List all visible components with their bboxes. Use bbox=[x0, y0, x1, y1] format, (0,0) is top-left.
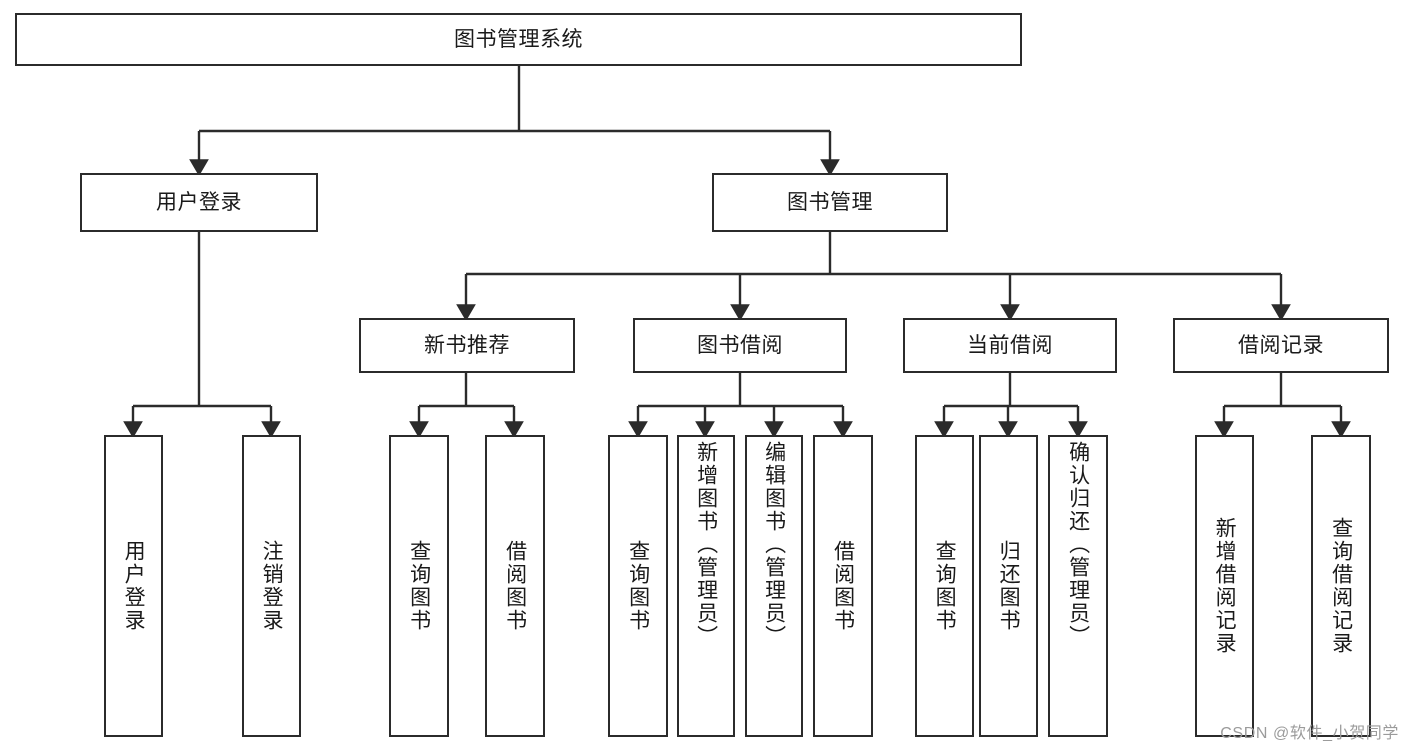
node-label: 用户登录 bbox=[122, 540, 146, 632]
node-book-management[interactable]: 图书管理 bbox=[712, 173, 948, 232]
node-label: 借阅记录 bbox=[1238, 333, 1324, 357]
watermark: CSDN @软件_小贺同学 bbox=[1220, 725, 1399, 742]
leaf-query-borrow-record[interactable]: 查询借阅记录 bbox=[1311, 435, 1371, 737]
node-label: 注销登录 bbox=[260, 540, 284, 632]
node-user-login[interactable]: 用户登录 bbox=[80, 173, 318, 232]
node-label: 借阅图书 bbox=[503, 540, 527, 632]
node-label: 新增借阅记录 bbox=[1213, 517, 1237, 655]
leaf-confirm-return-admin[interactable]: 确认归还（管理员） bbox=[1048, 435, 1108, 737]
node-label: 编辑图书（管理员） bbox=[762, 441, 786, 648]
node-label: 新书推荐 bbox=[424, 333, 510, 357]
node-root[interactable]: 图书管理系统 bbox=[15, 13, 1022, 66]
leaf-query-book-current[interactable]: 查询图书 bbox=[915, 435, 974, 737]
node-label: 新增图书（管理员） bbox=[694, 441, 718, 648]
node-label: 查询借阅记录 bbox=[1329, 517, 1353, 655]
node-label: 图书借阅 bbox=[697, 333, 783, 357]
node-label: 查询图书 bbox=[626, 540, 650, 632]
leaf-add-borrow-record[interactable]: 新增借阅记录 bbox=[1195, 435, 1254, 737]
node-current-borrow[interactable]: 当前借阅 bbox=[903, 318, 1117, 373]
leaf-logout[interactable]: 注销登录 bbox=[242, 435, 301, 737]
node-label: 当前借阅 bbox=[967, 333, 1053, 357]
node-label: 用户登录 bbox=[156, 190, 242, 214]
leaf-add-book-admin[interactable]: 新增图书（管理员） bbox=[677, 435, 735, 737]
node-book-borrow[interactable]: 图书借阅 bbox=[633, 318, 847, 373]
leaf-borrow-book[interactable]: 借阅图书 bbox=[813, 435, 873, 737]
node-label: 查询图书 bbox=[407, 540, 431, 632]
node-label: 图书管理系统 bbox=[454, 27, 583, 51]
leaf-borrow-book-newbook[interactable]: 借阅图书 bbox=[485, 435, 545, 737]
node-borrow-records[interactable]: 借阅记录 bbox=[1173, 318, 1389, 373]
node-label: 查询图书 bbox=[933, 540, 957, 632]
node-label: 借阅图书 bbox=[831, 540, 855, 632]
node-label: 归还图书 bbox=[997, 540, 1021, 632]
leaf-edit-book-admin[interactable]: 编辑图书（管理员） bbox=[745, 435, 803, 737]
leaf-query-book-borrow[interactable]: 查询图书 bbox=[608, 435, 668, 737]
node-new-book-recommend[interactable]: 新书推荐 bbox=[359, 318, 575, 373]
node-label: 确认归还（管理员） bbox=[1066, 441, 1090, 648]
leaf-return-book[interactable]: 归还图书 bbox=[979, 435, 1038, 737]
node-label: 图书管理 bbox=[787, 190, 873, 214]
leaf-query-book-newbook[interactable]: 查询图书 bbox=[389, 435, 449, 737]
leaf-user-login[interactable]: 用户登录 bbox=[104, 435, 163, 737]
